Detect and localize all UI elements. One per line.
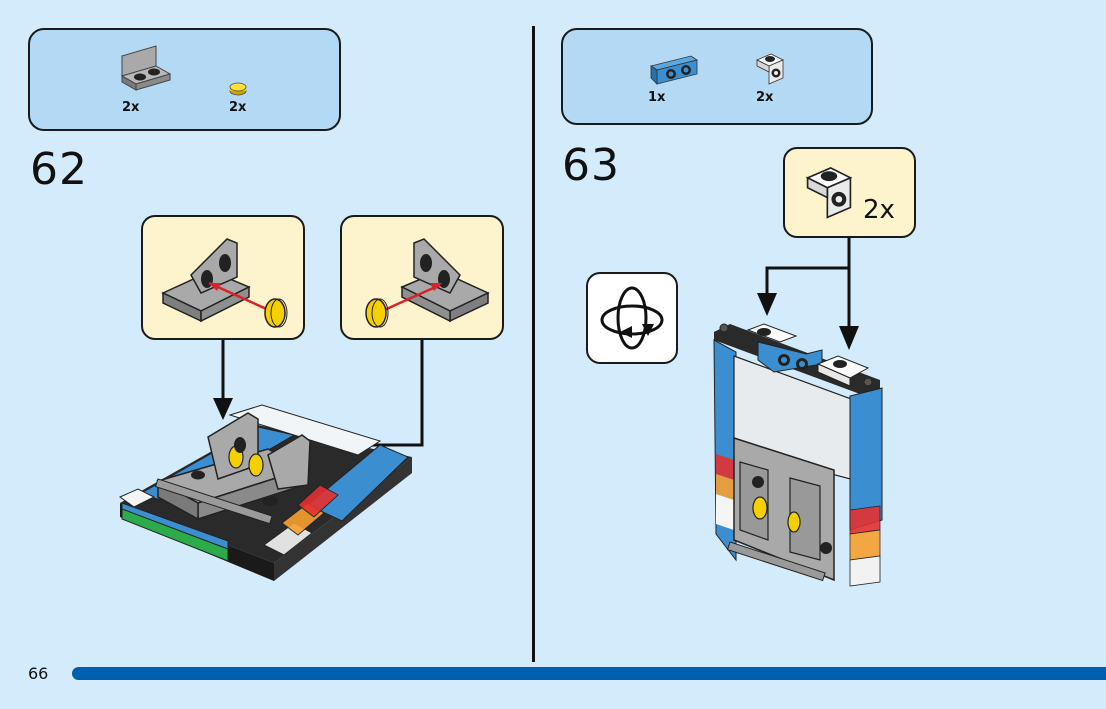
callout-quantity: 2x xyxy=(863,195,895,225)
model-step-63-icon xyxy=(713,323,883,587)
gray-bracket-with-yellow-tile-left-icon xyxy=(161,238,288,328)
blue-bracket-icon xyxy=(650,55,698,85)
step-number: 63 xyxy=(562,140,620,191)
progress-bar-fill xyxy=(72,667,1106,680)
parts-box-step-62: 2x 2x xyxy=(28,28,341,131)
part-quantity: 2x xyxy=(229,100,247,115)
model-step-62-icon xyxy=(118,404,412,581)
sub-assembly-callout-left xyxy=(141,215,305,340)
part-quantity: 1x xyxy=(648,90,666,105)
part-quantity: 2x xyxy=(756,90,774,105)
step-number: 62 xyxy=(30,144,88,195)
gray-bracket-icon xyxy=(120,45,172,91)
arrow-head-down-icon xyxy=(839,326,859,350)
white-bracket-icon xyxy=(756,53,784,85)
rotate-model-icon xyxy=(600,286,664,350)
step-divider xyxy=(532,26,535,662)
part-quantity: 2x xyxy=(122,100,140,115)
progress-bar xyxy=(72,667,1106,680)
arrow-head-down-icon xyxy=(757,293,777,316)
parts-box-step-63: 1x 2x xyxy=(561,28,873,125)
sub-assembly-callout-right xyxy=(340,215,504,340)
white-bracket-icon xyxy=(805,167,853,219)
page-number: 66 xyxy=(28,664,49,683)
rotate-model-box xyxy=(586,272,678,364)
yellow-round-tile-icon xyxy=(229,82,247,96)
part-callout-step-63: 2x xyxy=(783,147,916,238)
arrow-line xyxy=(765,238,851,295)
gray-bracket-with-yellow-tile-right-icon xyxy=(365,238,490,328)
arrow-head-down-icon xyxy=(213,398,233,420)
